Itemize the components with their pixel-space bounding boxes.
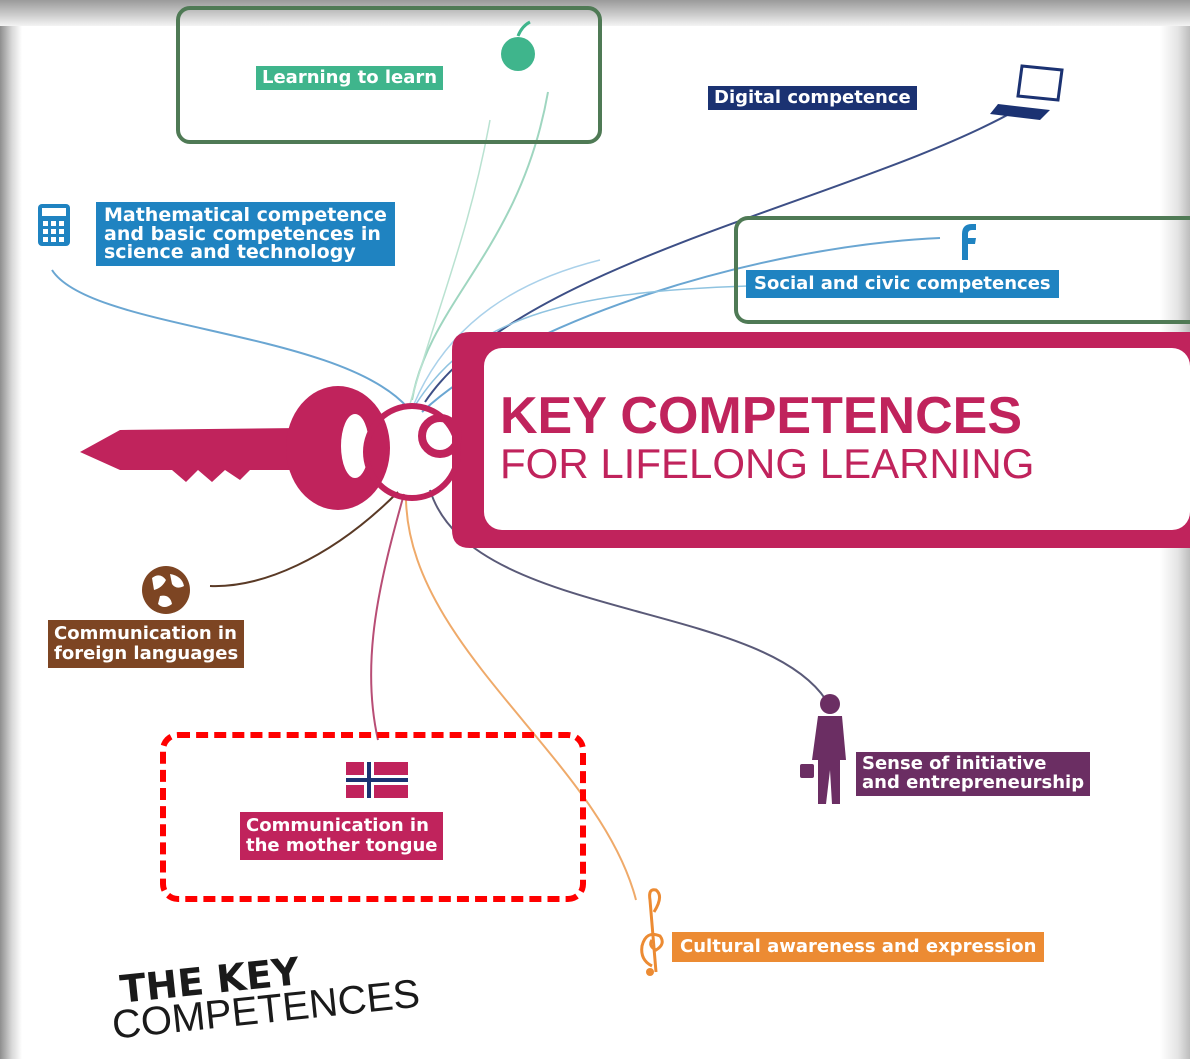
line-social-2 — [415, 285, 749, 405]
line-foreign — [209, 491, 399, 588]
line-mother — [370, 493, 405, 741]
label-initiative-entrepreneurship: Sense of initiative and entrepreneurship — [856, 752, 1091, 796]
label-mathematical-competence: Mathematical competence and basic compet… — [96, 202, 395, 266]
label-learning-to-learn: Learning to learn — [256, 66, 444, 90]
label-social-civic: Social and civic competences — [746, 270, 1059, 298]
foreign-line-1: Communication in — [54, 623, 237, 644]
laptop-icon — [990, 64, 1064, 120]
line-extra-2 — [413, 259, 601, 405]
line-math — [51, 269, 409, 409]
highlight-box-social — [734, 216, 1190, 324]
highlight-box-learning — [176, 6, 602, 144]
initiative-line-1: Sense of initiative — [862, 753, 1047, 774]
foreign-line-2: foreign languages — [54, 642, 239, 664]
businessman-icon — [800, 694, 846, 804]
treble-clef-icon — [640, 888, 664, 976]
math-line-3: science and technology — [104, 241, 356, 264]
apple-icon — [501, 20, 535, 71]
key-tag-title: KEY COMPETENCES — [500, 387, 1023, 445]
label-cultural-awareness: Cultural awareness and expression — [672, 932, 1045, 962]
globe-icon — [142, 566, 190, 614]
highlight-box-mother-tongue — [160, 732, 586, 902]
calculator-icon — [38, 204, 70, 246]
facebook-icon — [962, 224, 976, 260]
line-extra-1 — [409, 119, 491, 405]
mother-line-1: Communication in — [246, 815, 429, 836]
key-icon — [80, 386, 462, 510]
label-mother-tongue: Communication in the mother tongue — [240, 812, 444, 860]
norway-flag-icon — [346, 762, 408, 798]
initiative-line-2: and entrepreneurship — [862, 771, 1085, 793]
math-line-1: Mathematical competence — [104, 204, 387, 226]
label-foreign-languages: Communication in foreign languages — [48, 620, 245, 668]
key-tag-subtitle: FOR LIFELONG LEARNING — [500, 440, 1035, 487]
label-digital-competence: Digital competence — [708, 86, 917, 110]
line-cultural — [405, 499, 637, 901]
key-tag — [452, 332, 1190, 548]
math-line-2: and basic competences in — [104, 222, 381, 245]
mother-line-2: the mother tongue — [246, 834, 438, 856]
